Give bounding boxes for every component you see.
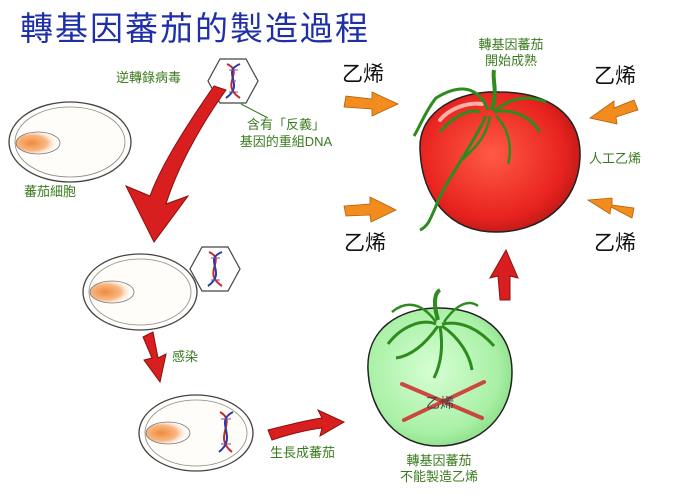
grow-arrow-right xyxy=(267,408,346,441)
gm-tomato-no-ethylene-line1: 轉基因蕃茄 xyxy=(406,454,472,469)
infection-arrow-down xyxy=(142,331,167,384)
tomato-cell-label: 蕃茄細胞 xyxy=(24,185,77,200)
construct-label: 含有「反義」 基因的重組DNA xyxy=(226,118,346,149)
tomato-cell-top xyxy=(8,101,132,183)
construct-pointer-line xyxy=(240,103,269,119)
ethylene-label-top-right: 乙烯 xyxy=(594,64,636,88)
tomato-cell-middle xyxy=(82,253,198,331)
infection-label: 感染 xyxy=(172,350,199,365)
ethylene-label-bottom-right: 乙烯 xyxy=(594,231,636,255)
ethylene-crossed-out-mark xyxy=(400,380,486,422)
ripening-tomato xyxy=(412,69,581,233)
gm-tomato-no-ethylene-label: 轉基因蕃茄 不能製造乙烯 xyxy=(384,454,494,485)
gm-tomato-ripening-line1: 轉基因蕃茄 xyxy=(478,38,544,53)
green-gm-tomato xyxy=(367,288,513,447)
dna-in-cell-bottom xyxy=(218,411,234,453)
retrovirus-particle-middle xyxy=(189,246,241,292)
gm-tomato-ripening-label: 轉基因蕃茄 開始成熟 xyxy=(456,38,566,69)
page-title: 轉基因蕃茄的製造過程 xyxy=(20,9,370,48)
crossed-ethylene-text: 乙烯 xyxy=(426,396,454,412)
ethylene-arrow-top-left xyxy=(343,91,399,117)
tomato-cell-bottom xyxy=(138,394,254,472)
gm-tomato-ripening-line2: 開始成熟 xyxy=(484,53,537,69)
ethylene-arrow-top-right xyxy=(589,99,639,125)
ethylene-arrow-bottom-left xyxy=(343,196,397,223)
artificial-ethylene-label: 人工乙烯 xyxy=(589,152,642,167)
construct-label-line1: 含有「反義」 xyxy=(246,118,325,133)
infection-arrow-curved xyxy=(124,85,227,243)
ripen-arrow-up xyxy=(488,248,519,301)
ethylene-arrow-bottom-right xyxy=(586,197,635,219)
ethylene-label-top-left: 乙烯 xyxy=(342,62,384,86)
construct-label-line2: 基因的重組DNA xyxy=(239,133,333,149)
grows-into-tomato-label: 生長成蕃茄 xyxy=(270,446,336,461)
gm-tomato-no-ethylene-line2: 不能製造乙烯 xyxy=(399,469,478,485)
retrovirus-label: 逆轉錄病毒 xyxy=(116,71,182,86)
ethylene-label-bottom-left: 乙烯 xyxy=(344,231,386,255)
